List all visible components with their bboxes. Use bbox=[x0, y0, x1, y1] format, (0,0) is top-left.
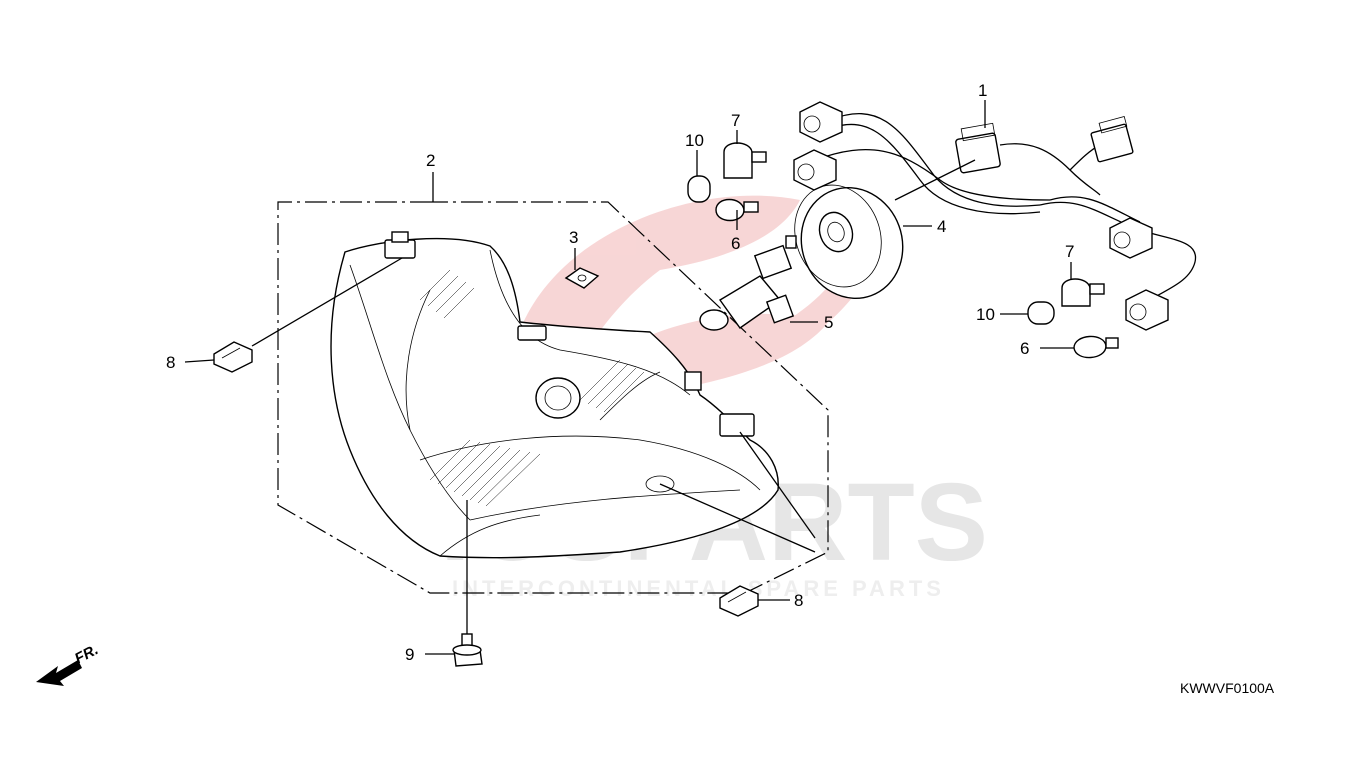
part-8-clip-right bbox=[719, 585, 759, 617]
callout-3: 3 bbox=[569, 228, 578, 247]
part-5-headlight-bulb bbox=[699, 235, 797, 331]
callout-10-upper: 10 bbox=[685, 131, 704, 150]
callout-10-lower: 10 bbox=[976, 305, 995, 324]
part-7-bulb-upper bbox=[723, 142, 753, 179]
part-4-socket-cover bbox=[794, 184, 904, 300]
harness-connector-plug bbox=[1090, 123, 1134, 163]
callout-5: 5 bbox=[824, 313, 833, 332]
leader-lines bbox=[184, 100, 1074, 655]
callout-9: 9 bbox=[405, 645, 414, 664]
callout-1: 1 bbox=[978, 81, 987, 100]
diagram-code: KWWVF0100A bbox=[1180, 680, 1275, 696]
harness-connector-main bbox=[955, 132, 1001, 174]
harness-socket-1 bbox=[799, 101, 843, 143]
harness-socket-4 bbox=[1125, 289, 1169, 331]
part-10-bulb-lower bbox=[1027, 301, 1055, 325]
bulb-group-lower bbox=[1027, 278, 1119, 359]
harness-socket-3 bbox=[1109, 217, 1153, 259]
arrow-icon bbox=[36, 660, 82, 686]
harness-socket-2 bbox=[793, 149, 837, 191]
callout-6-upper: 6 bbox=[731, 234, 740, 253]
part-9-bolt bbox=[452, 633, 483, 667]
part-3-clip-nut bbox=[564, 267, 600, 289]
callout-7-lower: 7 bbox=[1065, 242, 1074, 261]
part-1-wire-harness bbox=[793, 101, 1197, 331]
part-8-clip-left bbox=[213, 341, 253, 373]
watermark-tagline: INTERCONTINENTAL SPARE PARTS bbox=[452, 576, 945, 601]
callout-8-left: 8 bbox=[166, 353, 175, 372]
part-7-bulb-lower bbox=[1061, 278, 1091, 307]
front-direction-indicator: FR. bbox=[36, 641, 101, 686]
part-10-bulb-upper bbox=[687, 175, 711, 203]
part-6-bulb-lower bbox=[1073, 335, 1107, 359]
part-6-bulb-upper bbox=[715, 198, 745, 222]
bulb-group-upper bbox=[687, 142, 767, 222]
callouts: 1 2 3 4 5 6 6 7 7 8 8 9 10 10 bbox=[166, 81, 1074, 664]
callout-7-upper: 7 bbox=[731, 111, 740, 130]
callout-4: 4 bbox=[937, 217, 946, 236]
callout-6-lower: 6 bbox=[1020, 339, 1029, 358]
callout-8-right: 8 bbox=[794, 591, 803, 610]
callout-2: 2 bbox=[426, 151, 435, 170]
headlight-housing bbox=[330, 231, 779, 559]
